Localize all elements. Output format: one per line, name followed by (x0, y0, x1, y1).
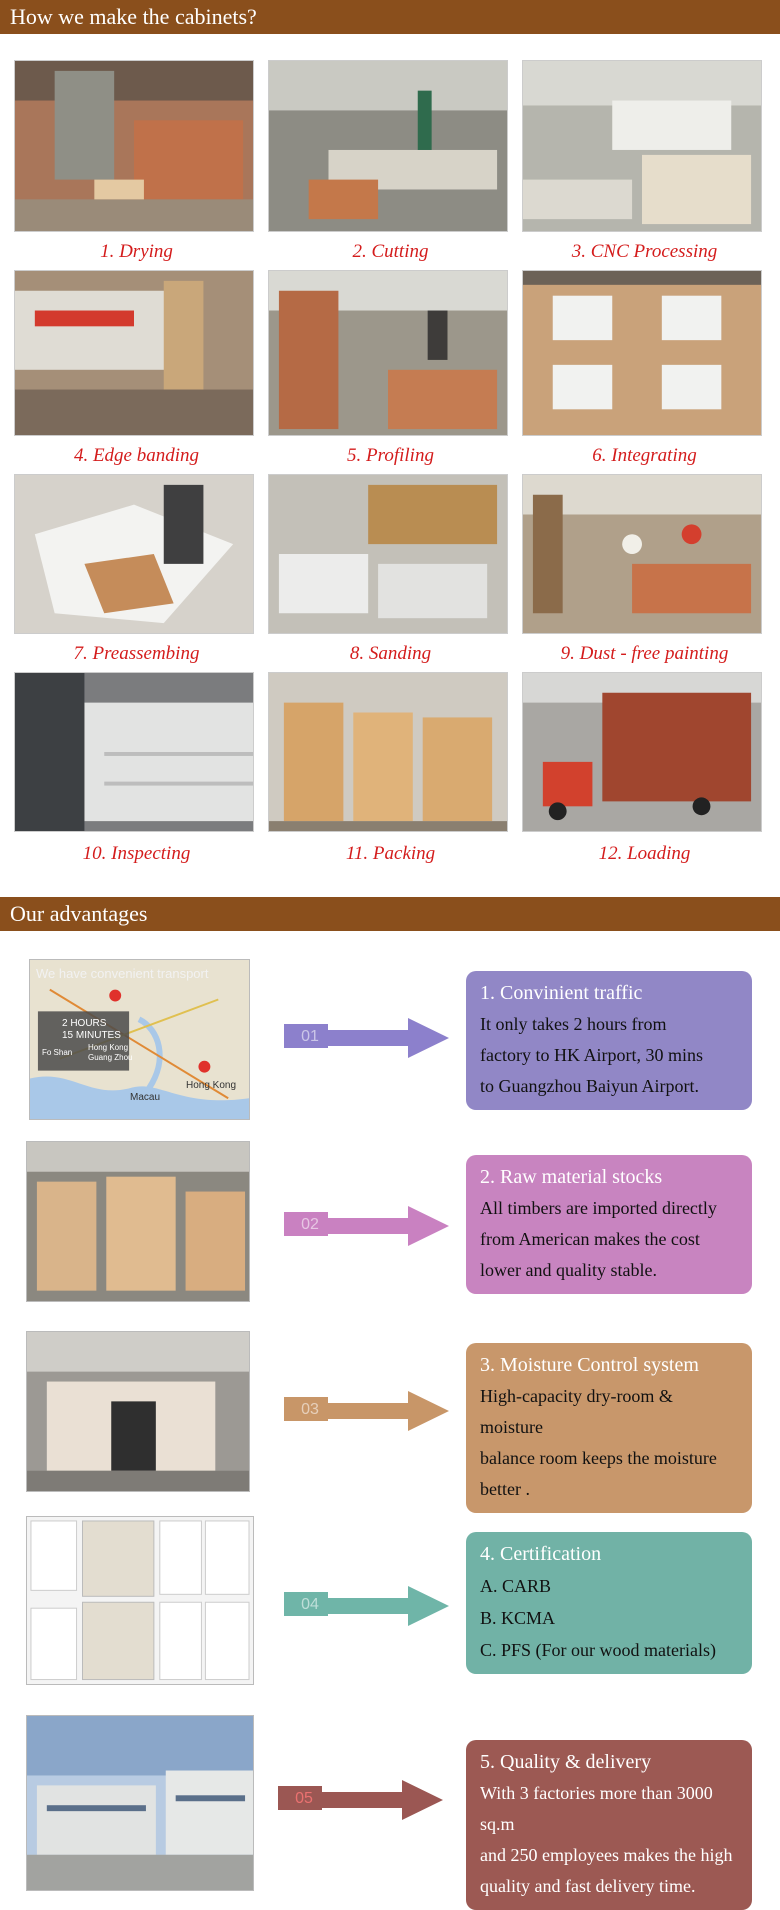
map-city-hongkong-label: Hong Kong (88, 1043, 129, 1052)
step-caption: 12. Loading (598, 843, 691, 864)
step-caption: 3. CNC Processing (571, 241, 718, 262)
advantage-card-quality: 5. Quality & delivery With 3 factories m… (466, 1740, 752, 1910)
advantage-number: 04 (301, 1596, 319, 1613)
map-hongkong: Hong Kong (186, 1080, 237, 1091)
map-duration-line2: 15 MINUTES (62, 1030, 121, 1041)
loading-photo (522, 672, 762, 832)
factory-photo (26, 1715, 254, 1891)
step-caption: 1. Drying (100, 241, 173, 262)
advantage-arrow: 01 (284, 1016, 449, 1060)
advantage-number: 02 (301, 1216, 319, 1233)
cnc-processing-photo (522, 60, 762, 232)
certification-item: C. PFS (For our wood materials) (480, 1640, 716, 1660)
map-city-guangzhou-label: Guang Zhou (88, 1053, 133, 1062)
process-section-header: How we make the cabinets? (0, 0, 780, 34)
advantage-title: 2. Raw material stocks (480, 1166, 663, 1188)
advantage-arrow: 04 (284, 1584, 449, 1628)
advantage-title: 5. Quality & delivery (480, 1751, 652, 1773)
packing-photo (268, 672, 508, 832)
step-caption: 2. Cutting (352, 241, 429, 262)
map-duration-line1: 2 HOURS (62, 1018, 107, 1029)
map-macau: Macau (130, 1092, 161, 1103)
advantage-title: 1. Convinient traffic (480, 982, 643, 1004)
advantage-title: 3. Moisture Control system (480, 1354, 699, 1376)
step-caption: 6. Integrating (592, 445, 697, 466)
advantage-number: 05 (295, 1790, 313, 1807)
sanding-photo (268, 474, 508, 634)
moisture-room-photo (26, 1331, 250, 1492)
advantage-number: 03 (301, 1401, 319, 1418)
advantage-body: All timbers are imported directly from A… (480, 1198, 717, 1280)
raw-material-photo (26, 1141, 250, 1302)
advantage-card-certification: 4. Certification A. CARB B. KCMA C. PFS … (466, 1532, 752, 1674)
advantage-card-traffic: 1. Convinient traffic It only takes 2 ho… (466, 971, 752, 1110)
step-caption: 5. Profiling (347, 445, 434, 466)
drying-photo (14, 60, 254, 232)
advantage-body: It only takes 2 hours from factory to HK… (480, 1014, 703, 1096)
cutting-photo (268, 60, 508, 232)
dust-free-painting-photo (522, 474, 762, 634)
certificates-photo (26, 1516, 254, 1685)
preassembing-photo (14, 474, 254, 634)
certification-item: A. CARB (480, 1576, 552, 1596)
advantage-body: With 3 factories more than 3000 sq.m and… (480, 1783, 733, 1896)
step-caption: 8. Sanding (349, 643, 432, 664)
advantage-card-raw-material: 2. Raw material stocks All timbers are i… (466, 1155, 752, 1294)
advantages-section-header: Our advantages (0, 897, 780, 931)
advantage-body: High-capacity dry-room & moisture balanc… (480, 1386, 717, 1499)
map-city-foshan: Fo Shan (42, 1048, 73, 1057)
advantage-number: 01 (301, 1028, 319, 1045)
advantage-arrow: 05 (278, 1778, 443, 1822)
process-section-title: How we make the cabinets? (10, 4, 257, 29)
profiling-photo (268, 270, 508, 436)
map-photo: We have convenient transport 2 HOURS 15 … (29, 959, 250, 1120)
step-caption: 7. Preassembing (73, 643, 200, 664)
step-caption: 10. Inspecting (82, 843, 191, 864)
integrating-photo (522, 270, 762, 436)
advantage-arrow: 03 (284, 1389, 449, 1433)
certification-item: B. KCMA (480, 1608, 556, 1628)
step-caption: 11. Packing (345, 843, 436, 864)
edge-banding-photo (14, 270, 254, 436)
inspecting-photo (14, 672, 254, 832)
advantage-arrow: 02 (284, 1204, 449, 1248)
advantage-title: 4. Certification (480, 1543, 602, 1565)
step-caption: 9. Dust - free painting (560, 643, 729, 664)
map-heading: We have convenient transport (36, 966, 209, 981)
advantages-section-title: Our advantages (10, 901, 148, 926)
step-caption: 4. Edge banding (73, 445, 200, 466)
advantage-card-moisture: 3. Moisture Control system High-capacity… (466, 1343, 752, 1513)
